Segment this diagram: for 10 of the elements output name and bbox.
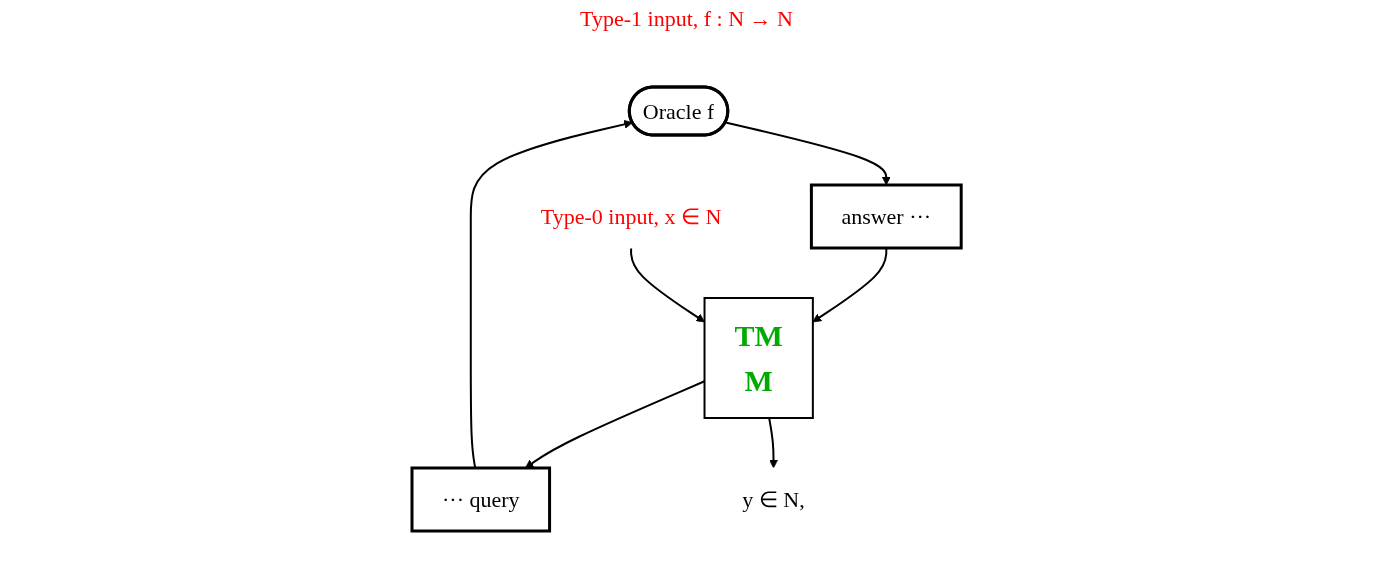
node-box: TM M <box>703 297 814 419</box>
node-text: Type-0 input, x ∈ N <box>540 204 722 229</box>
node-text: y ∈ N, <box>742 487 805 512</box>
arrow <box>469 120 633 469</box>
oracle-caption: Type-1 input, f : N → N <box>580 6 793 31</box>
arrow <box>724 121 891 186</box>
arrow <box>768 417 778 469</box>
node-box: answer ··· <box>809 183 963 250</box>
node-box: ··· query <box>410 466 551 533</box>
arrow <box>630 247 705 323</box>
